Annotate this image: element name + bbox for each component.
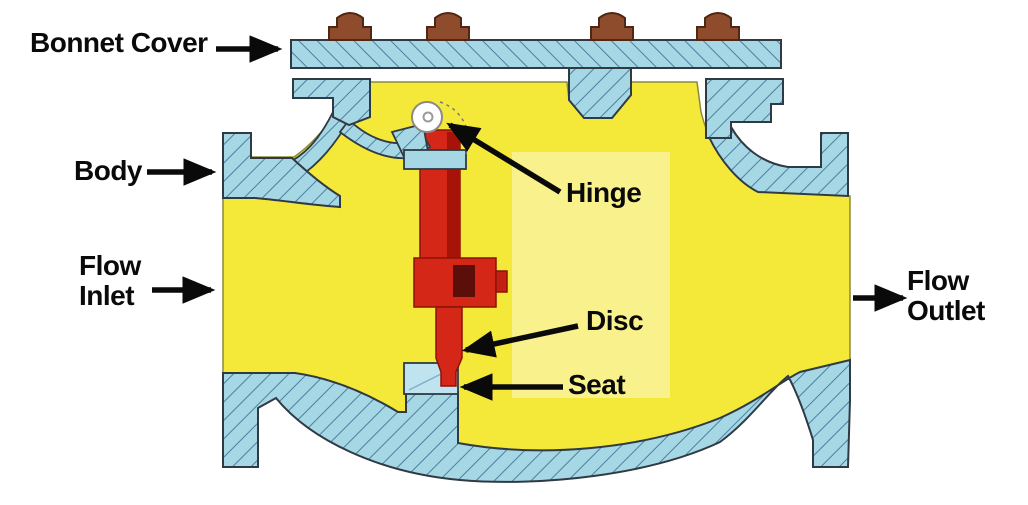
label-body: Body	[74, 155, 143, 186]
bonnet-right-lug	[705, 78, 784, 139]
body-bottom-section	[222, 358, 851, 483]
label-flow-inlet-line1: Flow	[79, 250, 141, 281]
disc-stem-nub	[495, 270, 508, 293]
label-flow-outlet-line1: Flow	[907, 265, 969, 296]
disc-nut	[453, 265, 475, 297]
bonnet-cover-plate	[290, 39, 782, 69]
disc-assembly	[413, 129, 508, 387]
label-disc: Disc	[586, 305, 644, 336]
label-flow-inlet-line2: Inlet	[79, 280, 135, 311]
label-bonnet-cover: Bonnet Cover	[30, 27, 208, 58]
pale-highlight-region	[512, 152, 670, 398]
bolt	[426, 12, 470, 41]
hinge-supports	[284, 110, 467, 182]
body-left-flange	[222, 132, 341, 209]
hinge-pin-bar	[403, 149, 467, 170]
bolt	[696, 12, 740, 41]
bonnet-left-lug	[292, 78, 371, 127]
label-flow-outlet-line2: Outlet	[907, 295, 985, 326]
label-seat: Seat	[568, 369, 626, 400]
bonnet-bolts	[328, 12, 740, 41]
disc-lower-stem	[435, 306, 463, 387]
label-flow-outlet: Flow Outlet	[907, 266, 985, 326]
annotation-arrows	[147, 35, 908, 401]
bolt	[328, 12, 372, 41]
bolt	[590, 12, 634, 41]
disc-arrow	[461, 323, 579, 358]
label-hinge: Hinge	[566, 177, 642, 208]
hinge-arrow	[446, 122, 562, 195]
label-flow-inlet: Flow Inlet	[79, 251, 141, 311]
